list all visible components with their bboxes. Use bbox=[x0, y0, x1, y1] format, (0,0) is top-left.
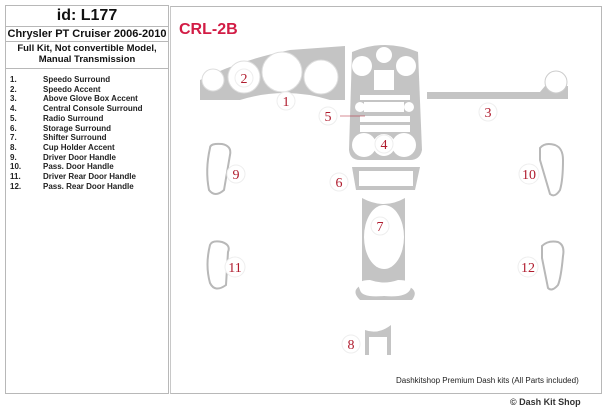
part-number: 6. bbox=[10, 123, 17, 133]
part-number: 3. bbox=[10, 94, 17, 104]
part-label: 7 bbox=[370, 216, 390, 236]
label-2: 2 bbox=[241, 72, 248, 87]
label-5: 5 bbox=[325, 110, 332, 125]
part-pass-door-handle bbox=[539, 143, 565, 197]
description-line-2: Manual Transmission bbox=[38, 54, 136, 65]
part-storage-surround bbox=[352, 167, 420, 190]
part-number: 2. bbox=[10, 84, 17, 94]
kit-description: Full Kit, Not convertible Model, Manual … bbox=[6, 42, 168, 69]
list-item: 11. Driver Rear Door Handle bbox=[10, 172, 168, 182]
part-name: Driver Rear Door Handle bbox=[43, 172, 136, 182]
list-item: 4. Central Console Surround bbox=[10, 104, 168, 114]
list-item: 3. Above Glove Box Accent bbox=[10, 94, 168, 104]
part-name: Speedo Accent bbox=[43, 84, 101, 94]
label-9: 9 bbox=[233, 168, 240, 183]
part-number: 9. bbox=[10, 152, 17, 162]
part-name: Radio Surround bbox=[43, 113, 104, 123]
list-item: 7. Shifter Surround bbox=[10, 133, 168, 143]
part-label: 11 bbox=[224, 256, 246, 278]
part-name: Pass. Rear Door Handle bbox=[43, 181, 134, 191]
part-number: 4. bbox=[10, 104, 17, 114]
part-central-console bbox=[340, 45, 422, 160]
kit-code: CRL-2B bbox=[179, 21, 238, 38]
label-7: 7 bbox=[377, 220, 384, 235]
label-1: 1 bbox=[283, 95, 290, 110]
part-name: Pass. Door Handle bbox=[43, 162, 114, 172]
vehicle-model: Chrysler PT Cruiser 2006-2010 bbox=[6, 28, 168, 42]
label-12: 12 bbox=[521, 261, 535, 276]
part-label: 8 bbox=[341, 334, 361, 354]
part-label: 2 bbox=[234, 68, 254, 88]
label-3: 3 bbox=[485, 106, 492, 121]
part-cup-holder-accent bbox=[365, 325, 391, 355]
part-label: 5 bbox=[318, 106, 338, 126]
part-name: Driver Door Handle bbox=[43, 152, 116, 162]
list-item: 6. Storage Surround bbox=[10, 124, 168, 134]
list-item: 1. Speedo Surround bbox=[10, 75, 168, 85]
part-number: 10. bbox=[10, 162, 22, 172]
watermark-text: © Dash Kit Shop bbox=[510, 397, 581, 407]
label-6: 6 bbox=[336, 176, 343, 191]
part-label: 6 bbox=[329, 172, 349, 192]
part-label: 3 bbox=[478, 102, 498, 122]
kit-id: id: L177 bbox=[6, 6, 168, 27]
part-driver-door-handle bbox=[206, 142, 232, 195]
list-item: 9. Driver Door Handle bbox=[10, 153, 168, 163]
part-speedo-surround bbox=[200, 46, 345, 100]
list-item: 5. Radio Surround bbox=[10, 114, 168, 124]
part-label: 10 bbox=[518, 163, 540, 185]
part-label: 12 bbox=[517, 256, 539, 278]
part-number: 8. bbox=[10, 142, 17, 152]
part-label: 9 bbox=[226, 164, 246, 184]
part-glove-box-accent bbox=[427, 70, 568, 99]
label-8: 8 bbox=[348, 338, 355, 353]
list-item: 12. Pass. Rear Door Handle bbox=[10, 182, 168, 192]
label-11: 11 bbox=[228, 261, 241, 276]
part-name: Shifter Surround bbox=[43, 133, 107, 143]
part-number: 1. bbox=[10, 75, 17, 84]
part-shifter-surround bbox=[355, 198, 415, 300]
part-label: 1 bbox=[276, 91, 296, 111]
part-name: Storage Surround bbox=[43, 123, 112, 133]
parts-legend-panel: id: L177 Chrysler PT Cruiser 2006-2010 F… bbox=[5, 5, 169, 394]
label-4: 4 bbox=[381, 138, 388, 153]
part-name: Central Console Surround bbox=[43, 104, 143, 114]
parts-list: 1. Speedo Surround 2. Speedo Accent 3. Abov… bbox=[6, 69, 168, 191]
list-item: 2. Speedo Accent bbox=[10, 85, 168, 95]
label-10: 10 bbox=[522, 168, 536, 183]
description-line-1: Full Kit, Not convertible Model, bbox=[17, 43, 157, 54]
part-number: 11. bbox=[10, 172, 21, 182]
part-number: 5. bbox=[10, 113, 17, 123]
part-number: 12. bbox=[10, 181, 22, 191]
diagram-panel: CRL-2B Dashkitshop Premium Dash kits (Al… bbox=[170, 6, 602, 394]
list-item: 10. Pass. Door Handle bbox=[10, 162, 168, 172]
part-name: Cup Holder Accent bbox=[43, 142, 115, 152]
part-label: 4 bbox=[374, 134, 394, 154]
footer-note: Dashkitshop Premium Dash kits (All Parts… bbox=[396, 376, 579, 385]
part-pass-rear-door-handle bbox=[541, 240, 565, 291]
part-name: Above Glove Box Accent bbox=[43, 94, 138, 104]
list-item: 8. Cup Holder Accent bbox=[10, 143, 168, 153]
part-number: 7. bbox=[10, 133, 17, 143]
part-name: Speedo Surround bbox=[43, 75, 111, 84]
